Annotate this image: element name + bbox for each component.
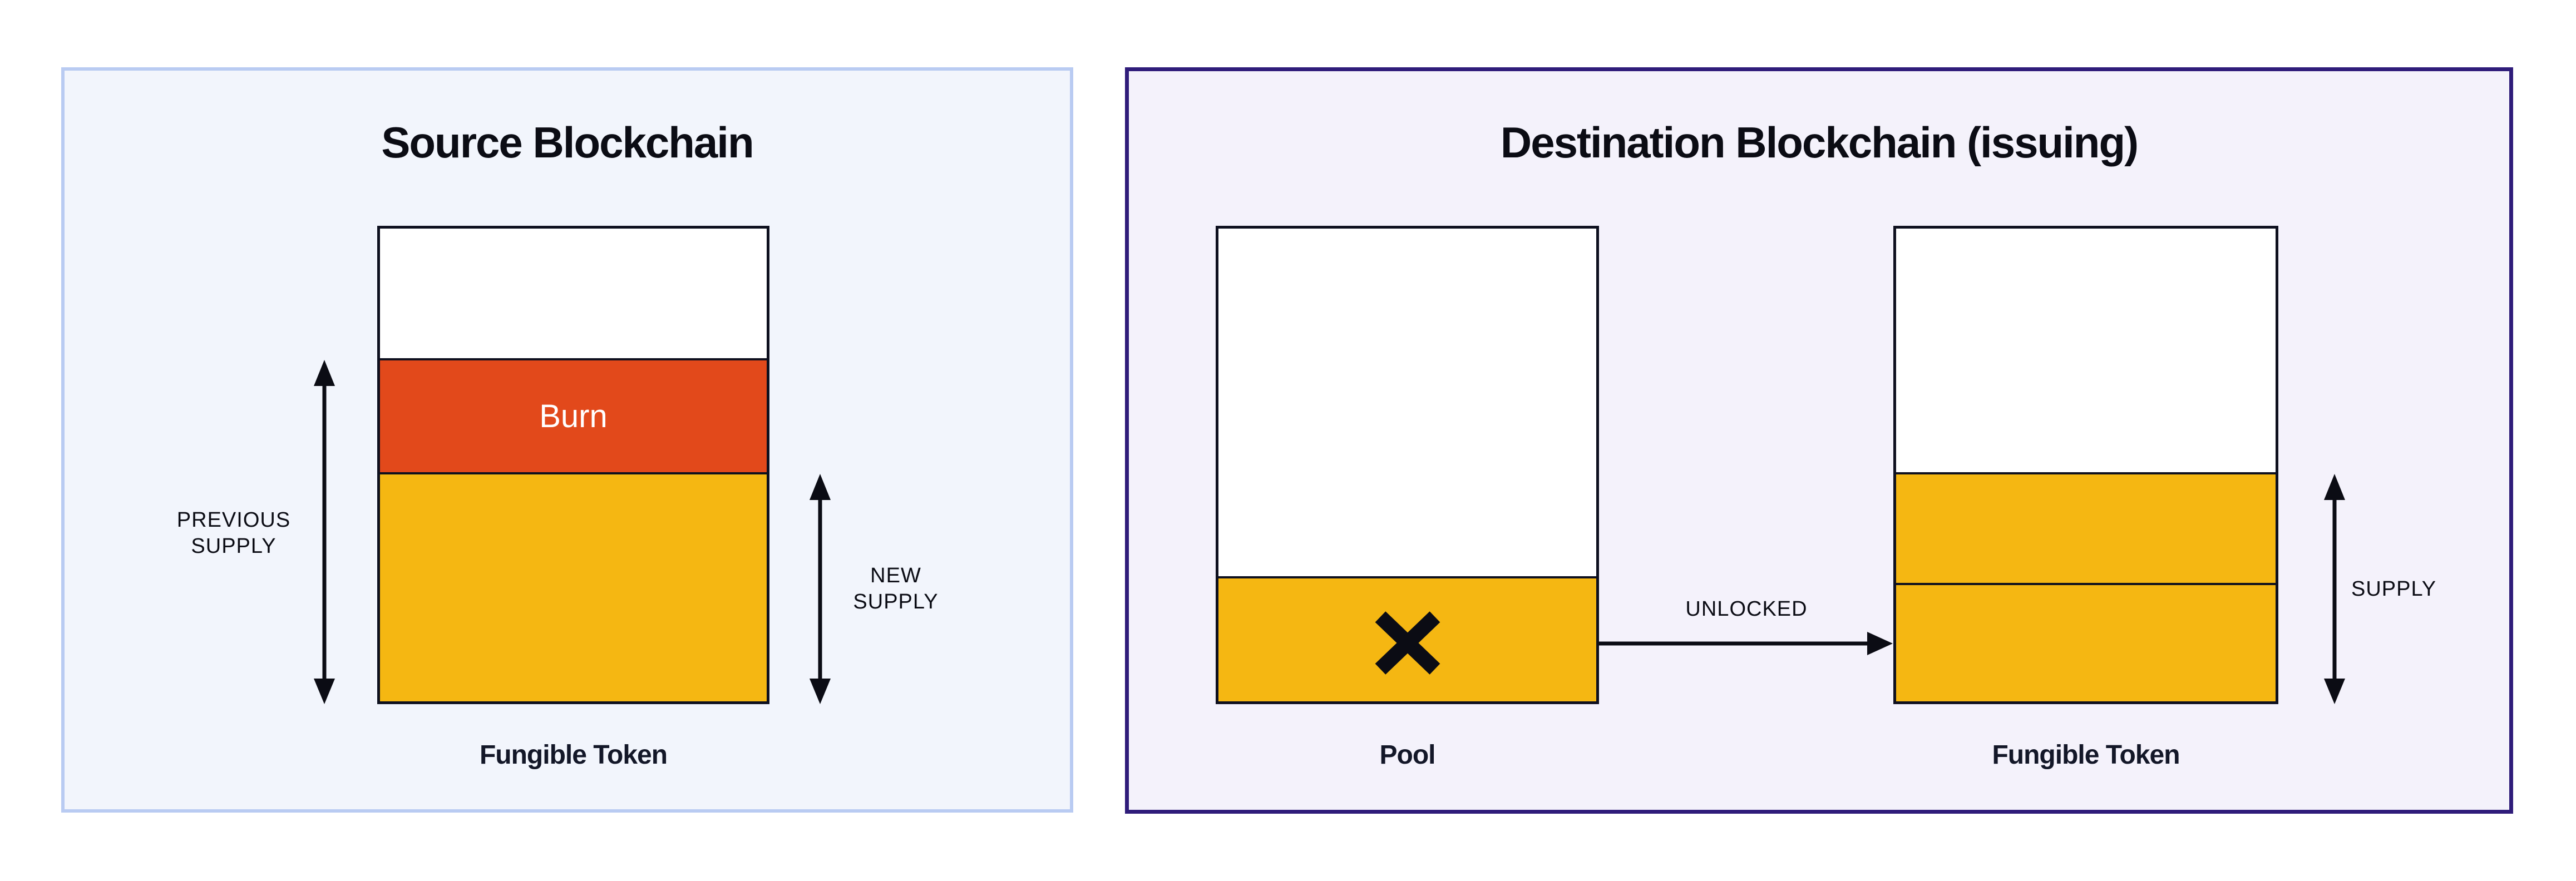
source-bar-empty-section [380, 229, 767, 358]
destination-panel-title: Destination Blockchain (issuing) [1500, 118, 2139, 167]
destination-bar-unlocked-section [1896, 585, 2276, 701]
pool-bar-label: Pool [1379, 740, 1436, 770]
burn-label: Burn [539, 398, 608, 434]
pool-bar-locked-section [1218, 576, 1596, 701]
pool-bar [1216, 226, 1599, 704]
source-token-bar: Burn [377, 226, 769, 704]
source-token-bar-label: Fungible Token [479, 740, 668, 770]
new-supply-label: NEW SUPPLY [853, 564, 939, 613]
pool-bar-empty-section [1218, 229, 1596, 576]
destination-token-bar-label: Fungible Token [1992, 740, 2180, 770]
source-panel-title: Source Blockchain [381, 118, 754, 167]
previous-supply-label: PREVIOUS SUPPLY [176, 508, 291, 558]
source-bar-burn-section: Burn [380, 358, 767, 474]
destination-token-bar [1893, 226, 2278, 704]
source-bar-supply-section [380, 474, 767, 701]
destination-bar-existing-supply-section [1896, 472, 2276, 585]
unlocked-label: UNLOCKED [1685, 597, 1808, 621]
supply-label: SUPPLY [2351, 577, 2437, 601]
destination-bar-empty-section [1896, 229, 2276, 472]
